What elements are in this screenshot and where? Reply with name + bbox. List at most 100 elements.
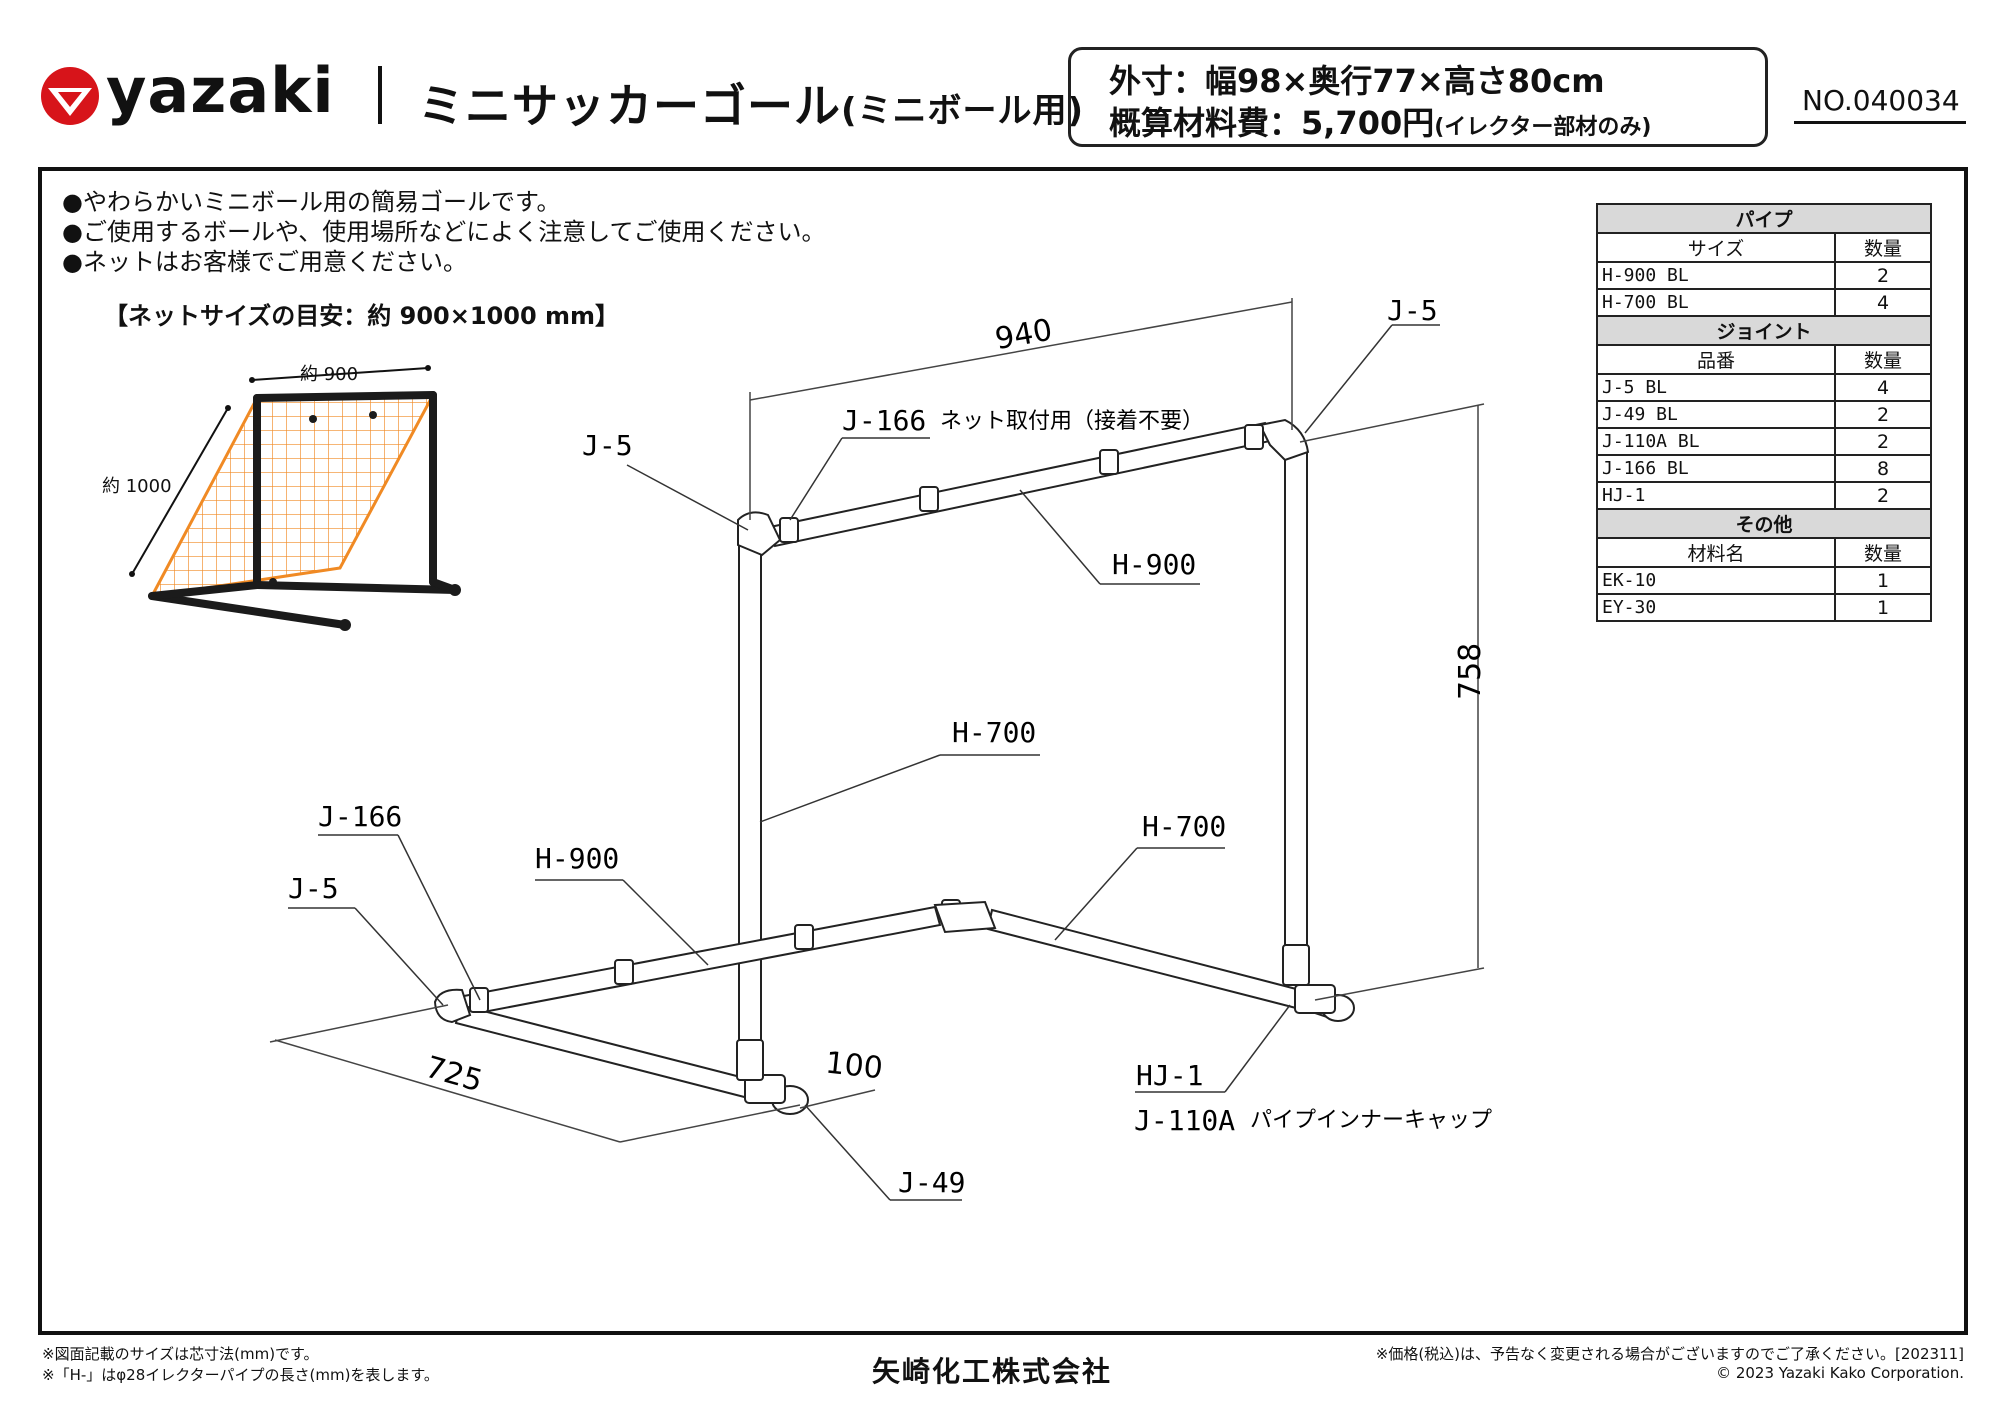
part-name: J-166 BL [1596, 454, 1836, 483]
parts-table-wrap: パイプ サイズ 数量 H-900 BL 2 H-700 BL 4 ジョイント 品… [1596, 203, 1932, 622]
j166-bottom-2 [614, 959, 634, 985]
other-col-qty: 数量 [1834, 537, 1932, 568]
pipe-col-qty: 数量 [1834, 232, 1932, 263]
parts-table: パイプ サイズ 数量 H-900 BL 2 H-700 BL 4 ジョイント 品… [1596, 203, 1932, 622]
goal-frame [148, 391, 459, 629]
spec-cost-note: (イレクター部材のみ) [1434, 115, 1652, 140]
label-j5-bottom: J-5 [288, 872, 339, 905]
leader-lines [288, 324, 1440, 1201]
table-row: EK-10 1 [1596, 566, 1932, 595]
part-name: J-49 BL [1596, 400, 1836, 429]
label-hj1: HJ-1 [1136, 1059, 1203, 1092]
header-divider [378, 66, 382, 124]
part-qty: 4 [1834, 373, 1932, 402]
net-illustration [129, 365, 461, 631]
label-j166-top-note: ネット取付用（接着不要） [940, 409, 1204, 434]
label-j166-bottom: J-166 [318, 800, 402, 833]
part-qty: 2 [1834, 261, 1932, 290]
note-2: ●ご使用するボールや、使用場所などによく注意してご使用ください。 [62, 218, 826, 246]
company-name: 矢崎化工株式会社 [872, 1355, 1113, 1388]
j110a-right [1294, 984, 1336, 1014]
label-h900-top: H-900 [1112, 548, 1196, 581]
table-row: J-5 BL 4 [1596, 373, 1932, 402]
label-h900-bottom: H-900 [535, 842, 619, 875]
dim-height: 758 [1453, 643, 1488, 700]
label-j166-top: J-166 [842, 404, 926, 437]
net-width-label: 約 900 [300, 364, 359, 385]
part-qty: 1 [1834, 593, 1932, 622]
joint-col-qty: 数量 [1834, 344, 1932, 375]
footer-note-1: ※図面記載のサイズは芯寸法(mm)です。 [42, 1345, 319, 1363]
spec-box: 外寸：幅98×奥行77×高さ80cm 概算材料費：5,700円(イレクター部材の… [1068, 47, 1768, 147]
j166-top-2 [919, 486, 939, 512]
pipe-col-name: サイズ [1596, 232, 1836, 263]
dim-width: 940 [992, 313, 1054, 357]
hj1-right [1282, 944, 1310, 986]
table-row: J-49 BL 2 [1596, 400, 1932, 429]
other-section-header: その他 [1596, 508, 1932, 539]
label-j5-top-right: J-5 [1387, 294, 1438, 327]
part-qty: 4 [1834, 288, 1932, 317]
j49-corner-joint [933, 900, 997, 934]
label-j5-top-left: J-5 [582, 429, 633, 462]
pipe-structure [446, 421, 1337, 1102]
title-main: ミニサッカーゴール [418, 79, 841, 133]
part-name: H-700 BL [1596, 288, 1836, 317]
document-number: NO.040034 [1802, 84, 1960, 117]
table-row: EY-30 1 [1596, 593, 1932, 622]
brand-logo: yazaki [40, 54, 340, 132]
joints [433, 418, 1355, 1115]
spec-cost: 概算材料費：5,700円(イレクター部材のみ) [1109, 98, 1651, 144]
j5-bottom-joint [433, 988, 472, 1024]
footer-price-note: ※価格(税込)は、予告なく変更される場合がございますのでご了承ください。[202… [1375, 1345, 1964, 1363]
j166-bottom-3 [794, 924, 814, 950]
joint-section-header: ジョイント [1596, 315, 1932, 346]
logo-mark-icon [41, 67, 99, 125]
main-frame [38, 167, 1968, 1335]
label-h700-mid: H-700 [952, 716, 1036, 749]
other-col-name: 材料名 [1596, 537, 1836, 568]
dim-depth: 725 [422, 1050, 487, 1099]
j5-top-right-joint [1258, 418, 1310, 462]
part-name: J-110A BL [1596, 427, 1836, 456]
joint-col-name: 品番 [1596, 344, 1836, 375]
part-qty: 2 [1834, 427, 1932, 456]
hj1-left [736, 1039, 764, 1081]
table-row: HJ-1 2 [1596, 481, 1932, 510]
j166-top-4 [1244, 424, 1264, 450]
label-j110a-note: パイプインナーキャップ [1250, 1108, 1492, 1133]
part-qty: 2 [1834, 400, 1932, 429]
net-size-heading: 【ネットサイズの目安：約 900×1000 mm】 [104, 302, 620, 330]
page-title: ミニサッカーゴール(ミニボール用) [418, 70, 1084, 136]
table-row: H-900 BL 2 [1596, 261, 1932, 290]
spec-cost-label: 概算材料費：5,700円 [1109, 104, 1435, 142]
document-number-underline [1794, 121, 1966, 124]
pipe-section-header: パイプ [1596, 203, 1932, 234]
net-height-label: 約 1000 [102, 476, 172, 497]
part-qty: 8 [1834, 454, 1932, 483]
part-name: J-5 BL [1596, 373, 1836, 402]
footer-note-2: ※「H-」はφ28イレクターパイプの長さ(mm)を表します。 [42, 1366, 439, 1384]
title-sub: (ミニボール用) [841, 91, 1085, 131]
dimension-lines [269, 298, 1485, 1143]
table-row: J-110A BL 2 [1596, 427, 1932, 456]
table-row: J-166 BL 8 [1596, 454, 1932, 483]
table-row: H-700 BL 4 [1596, 288, 1932, 317]
part-name: EK-10 [1596, 566, 1836, 595]
j166-top-3 [1099, 449, 1119, 475]
part-name: H-900 BL [1596, 261, 1836, 290]
j166-top-1 [779, 517, 799, 543]
label-j49: J-49 [898, 1166, 965, 1199]
footer-copyright: © 2023 Yazaki Kako Corporation. [1716, 1364, 1964, 1382]
part-qty: 2 [1834, 481, 1932, 510]
spec-dimensions: 外寸：幅98×奥行77×高さ80cm [1109, 62, 1605, 100]
j166-bottom-1 [469, 987, 489, 1013]
note-1: ●やわらかいミニボール用の簡易ゴールです。 [62, 188, 561, 216]
j5-top-left-joint [737, 511, 782, 557]
part-qty: 1 [1834, 566, 1932, 595]
label-h700-right: H-700 [1142, 810, 1226, 843]
note-3: ●ネットはお客様でご用意ください。 [62, 248, 467, 276]
j110a-left [744, 1074, 786, 1104]
label-j110a: J-110A [1134, 1104, 1235, 1137]
